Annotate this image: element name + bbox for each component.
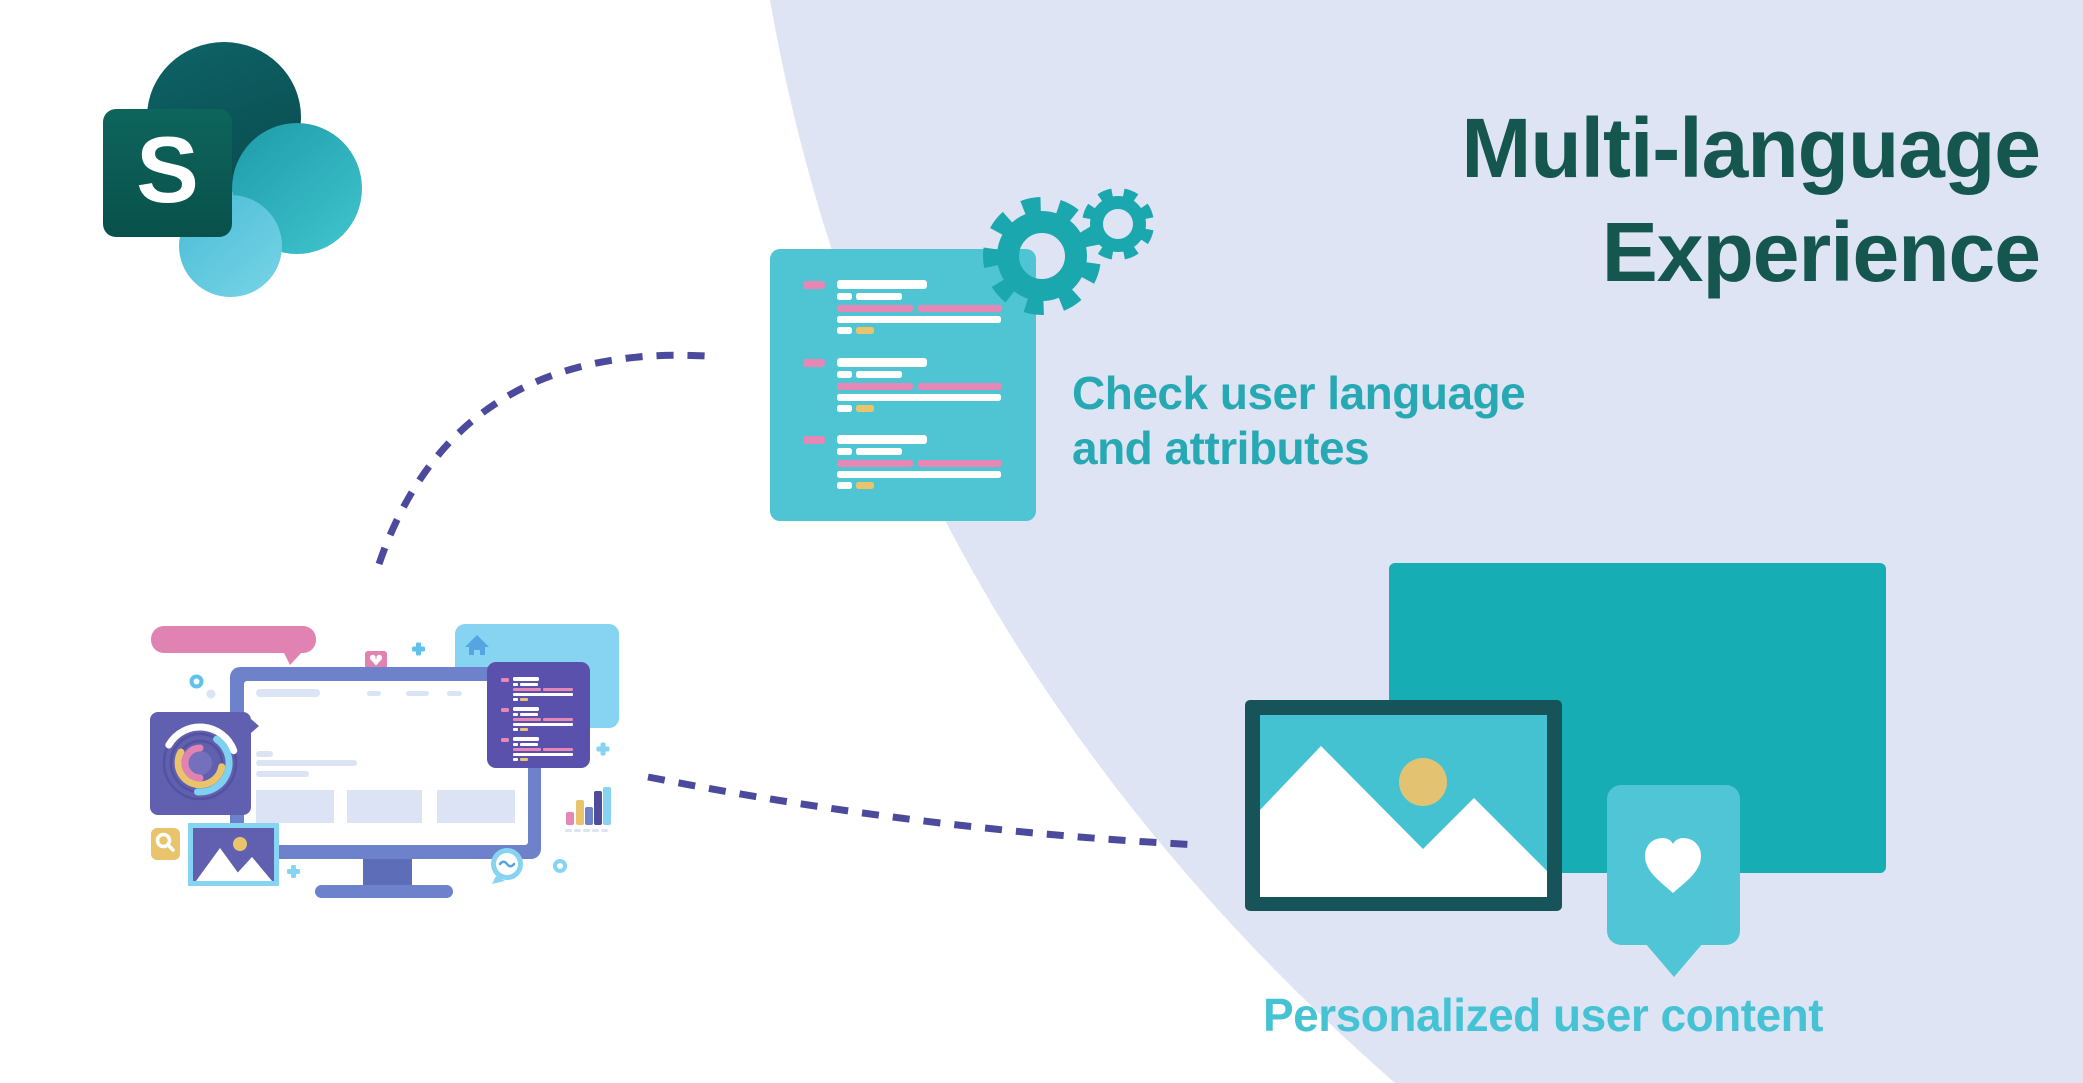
ring-dot-icon xyxy=(553,859,567,873)
bar-chart-icon xyxy=(565,787,611,832)
caption-check-user-language: Check user language and attributes xyxy=(1072,367,1526,474)
dot-icon xyxy=(206,689,216,699)
website-monitor-illustration xyxy=(150,624,619,898)
connector-dashed-line-right xyxy=(647,773,1201,849)
monitor-base xyxy=(315,885,453,898)
sharepoint-logo-tile: S xyxy=(103,109,232,237)
activity-rings-icon xyxy=(150,712,259,815)
home-icon xyxy=(465,635,489,655)
heart-bubble-icon xyxy=(1607,785,1740,977)
speech-bubble-icon xyxy=(151,626,316,665)
code-panel xyxy=(487,662,590,768)
framed-picture-icon xyxy=(1245,700,1562,911)
page-title: Multi-language Experience xyxy=(1461,101,2041,300)
code-window xyxy=(770,249,1036,521)
plus-icon xyxy=(596,742,610,756)
chat-bubble-icon xyxy=(491,848,523,884)
plus-icon xyxy=(287,865,300,878)
personalized-content-illustration xyxy=(1245,563,1886,977)
ring-dot-icon xyxy=(189,674,204,689)
gears-icon xyxy=(983,188,1154,315)
sharepoint-logo-letter: S xyxy=(136,117,199,222)
magnifier-icon xyxy=(151,828,180,860)
caption-personalized-content: Personalized user content xyxy=(1263,989,1824,1041)
picture-thumbnail-icon xyxy=(188,823,279,886)
connector-dashed-line-left xyxy=(375,351,707,566)
screen-content xyxy=(256,689,515,823)
plus-icon xyxy=(412,642,425,656)
